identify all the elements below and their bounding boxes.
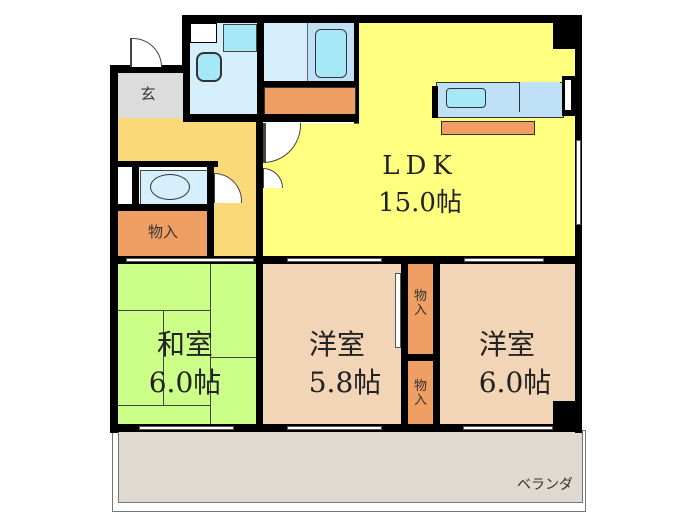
kitchen-wall bbox=[432, 86, 438, 118]
veranda-label: ベランダ bbox=[517, 477, 573, 493]
outer-wall bbox=[182, 15, 579, 23]
storage-yoshitsu-1 bbox=[408, 264, 433, 354]
washing-machine-icon bbox=[196, 52, 222, 82]
yoshitsu-2-pillar bbox=[553, 401, 575, 425]
entry-door[interactable] bbox=[130, 38, 162, 67]
storage-yoshitsu-2 bbox=[408, 361, 433, 424]
ldk-window[interactable] bbox=[576, 140, 581, 225]
kitchen-sink-icon bbox=[446, 88, 486, 108]
yoshitsu-2-size: 6.0帖 bbox=[478, 366, 552, 399]
interior-wall bbox=[401, 354, 439, 361]
window[interactable] bbox=[464, 258, 544, 262]
ldk-name: LDK bbox=[382, 151, 458, 181]
tatami-line bbox=[118, 405, 210, 406]
yoshitsu-1-size: 5.8帖 bbox=[308, 366, 382, 399]
storage-yoshitsu-2-label: 物 入 bbox=[413, 379, 427, 408]
interior-wall bbox=[118, 204, 214, 211]
interior-wall bbox=[258, 81, 358, 87]
interior-wall bbox=[132, 167, 139, 205]
kitchen-stove bbox=[519, 82, 560, 112]
interior-wall bbox=[256, 258, 263, 428]
storage-yoshitsu-1-label: 物 入 bbox=[413, 289, 427, 318]
storage-hall bbox=[118, 211, 207, 259]
interior-wall bbox=[256, 118, 263, 262]
washitsu-name: 和室 bbox=[156, 328, 213, 361]
window[interactable] bbox=[126, 258, 254, 262]
window[interactable] bbox=[463, 426, 553, 430]
interior-wall bbox=[207, 161, 214, 261]
tatami-line bbox=[210, 264, 211, 424]
ldk-size: 15.0帖 bbox=[378, 188, 462, 218]
yoshitsu-2-name: 洋室 bbox=[478, 328, 535, 361]
outer-wall bbox=[182, 15, 190, 115]
interior-wall bbox=[401, 258, 408, 428]
genkan-label: 玄 bbox=[140, 85, 156, 103]
ldk-pillar bbox=[553, 23, 575, 49]
outer-wall bbox=[110, 65, 118, 433]
tatami-line bbox=[163, 310, 164, 405]
window[interactable] bbox=[287, 258, 382, 262]
yoshitsu-1 bbox=[263, 264, 401, 424]
storage-bath-shelf bbox=[264, 87, 356, 116]
kitchen-window[interactable] bbox=[565, 80, 571, 110]
washroom-cabinet bbox=[190, 23, 217, 43]
storage-door[interactable] bbox=[395, 273, 401, 348]
interior-wall bbox=[183, 114, 361, 122]
bathtub-icon bbox=[315, 29, 347, 78]
yoshitsu-1-name: 洋室 bbox=[308, 328, 365, 361]
veranda-floor bbox=[118, 430, 583, 503]
tatami-line bbox=[118, 310, 210, 311]
washbasin bbox=[223, 24, 257, 52]
washitsu-size: 6.0帖 bbox=[148, 366, 222, 399]
yoshitsu-2 bbox=[440, 264, 575, 424]
washitsu bbox=[118, 264, 256, 424]
tatami-line bbox=[210, 357, 256, 358]
interior-wall bbox=[354, 15, 361, 125]
interior-wall bbox=[433, 258, 440, 428]
interior-wall bbox=[118, 161, 218, 167]
interior-wall bbox=[257, 15, 264, 118]
outer-wall bbox=[110, 65, 185, 73]
kitchen-shelf bbox=[441, 121, 535, 135]
genkan bbox=[118, 73, 183, 118]
window[interactable] bbox=[139, 426, 234, 430]
toilet-icon bbox=[150, 174, 190, 200]
window[interactable] bbox=[287, 426, 382, 430]
storage-hall-label: 物入 bbox=[147, 223, 178, 241]
